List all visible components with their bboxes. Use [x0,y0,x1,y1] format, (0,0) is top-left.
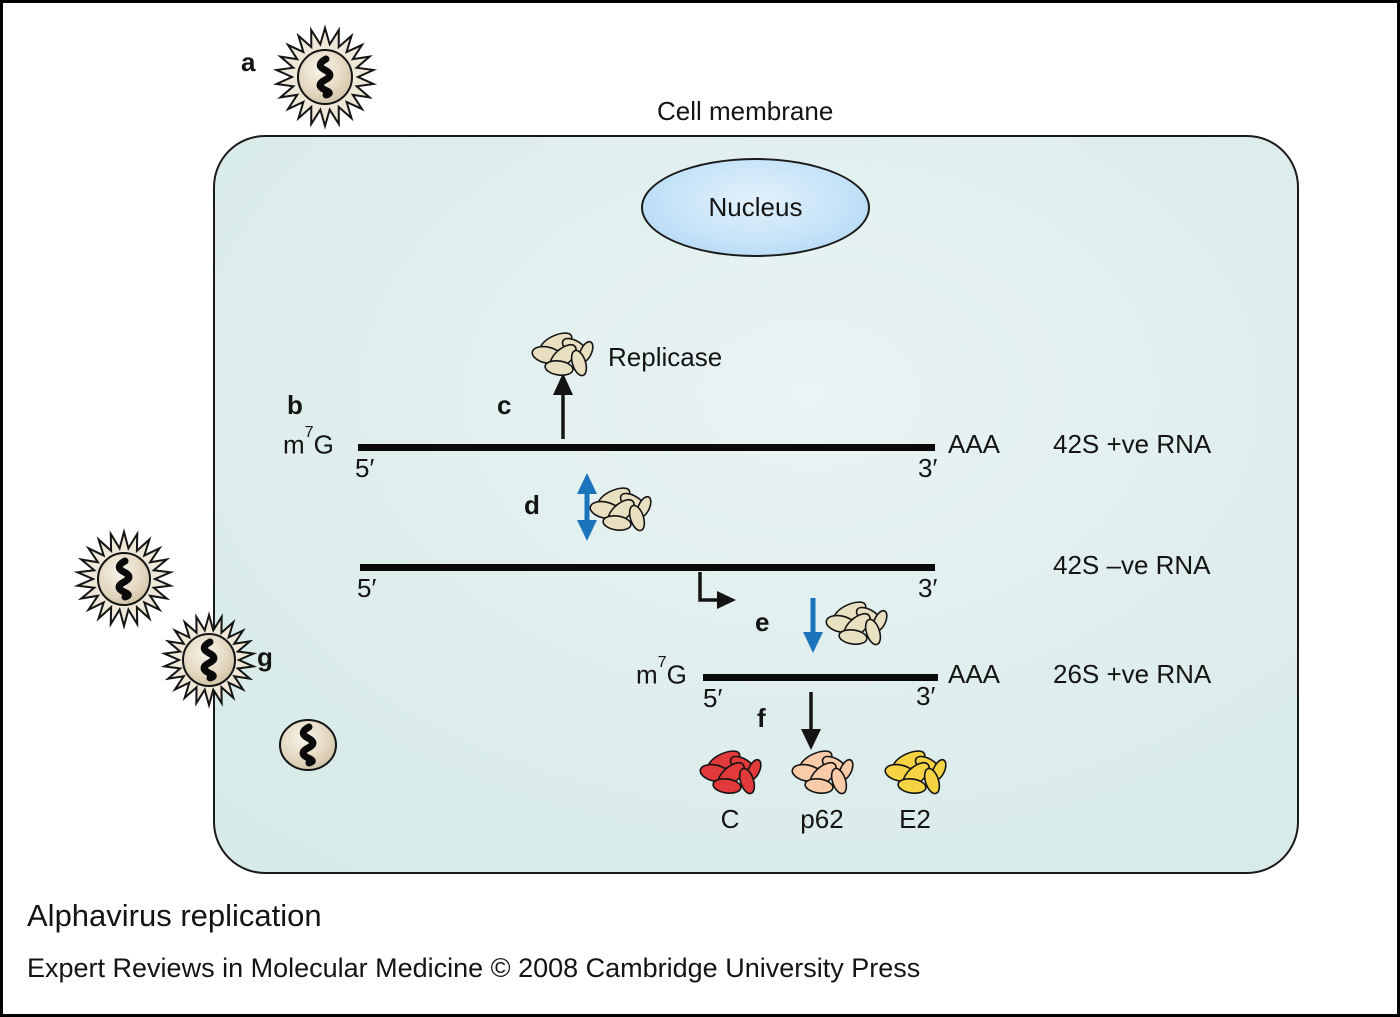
step-label-c: c [497,390,512,420]
step-label-e: e [755,607,770,637]
three-prime-label-26s-plus: 3′ [916,681,936,711]
step-label-a: a [241,47,256,77]
rna-backbone-42s-plus [358,444,935,451]
p62-protein-label: p62 [800,804,844,834]
e2-protein-label: E2 [899,804,931,834]
step-label-d: d [524,490,540,520]
three-prime-label-42s-plus: 3′ [918,453,938,483]
step-label-f: f [757,703,766,733]
cap-label-26s-plus: m7G [636,652,687,690]
step-label-b: b [287,390,303,420]
cell-membrane-label: Cell membrane [657,96,834,126]
rna-backbone-26s-plus [703,674,938,681]
figure-title: Alphavirus replication [27,898,322,933]
rna-genome-squiggle-icon [320,59,330,95]
nucleus-shape: Nucleus [641,158,870,257]
five-prime-label-26s-plus: 5′ [703,683,723,713]
cap-label-42s-plus: m7G [283,422,334,460]
rna-name-42s-plus: 42S +ve RNA [1053,429,1212,459]
three-prime-label-42s-minus: 3′ [918,573,938,603]
virion-icon-released [73,528,175,630]
poly-a-label-26s-plus: AAA [948,659,1001,689]
poly-a-label-42s-plus: AAA [948,429,1001,459]
five-prime-label-42s-minus: 5′ [357,573,377,603]
five-prime-label-42s-plus: 5′ [355,453,375,483]
step-label-g: g [257,642,273,672]
rna-name-42s-minus: 42S –ve RNA [1053,550,1211,580]
rna-genome-squiggle-icon [119,561,129,597]
figure-credit: Expert Reviews in Molecular Medicine © 2… [27,953,921,983]
rna-backbone-42s-minus [360,564,935,571]
replicase-label: Replicase [608,342,723,372]
virion-icon-a [272,24,378,130]
rna-name-26s-plus: 26S +ve RNA [1053,659,1212,689]
capsid-protein-label: C [720,804,740,834]
nucleus-label: Nucleus [708,192,803,222]
